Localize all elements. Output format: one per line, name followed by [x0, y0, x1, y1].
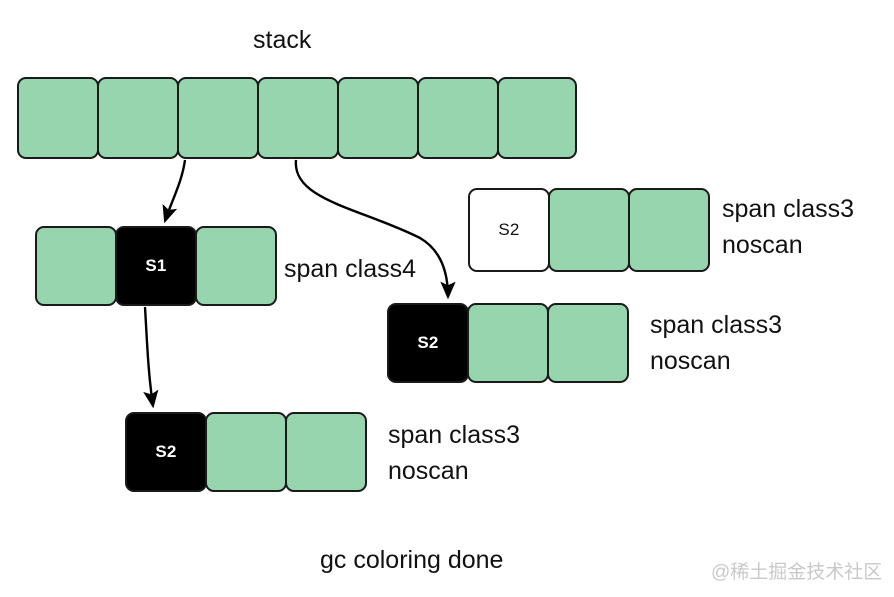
page-title: stack — [253, 26, 312, 54]
span-class3-mid-right-caption: span class3 noscan — [650, 311, 783, 375]
stack-cell-3[interactable] — [177, 77, 259, 159]
footer-caption: gc coloring done — [320, 546, 504, 574]
arrow-s1-to-s2-bottom — [143, 306, 159, 409]
span-class4-cell-1[interactable] — [35, 226, 117, 306]
span-class4-cell-s1[interactable]: S1 — [115, 226, 197, 306]
stack-cell-6[interactable] — [417, 77, 499, 159]
span-class3-mid-right-cell-2[interactable] — [467, 303, 549, 383]
span-class3-top-right-cell-2[interactable] — [548, 188, 630, 272]
span-class3-top-right-cell-3[interactable] — [628, 188, 710, 272]
span-class3-bottom-cell-3[interactable] — [285, 412, 367, 492]
span-class3-top-right-cell-s2[interactable]: S2 — [468, 188, 550, 272]
span-class3-top-right-cell-s2-label: S2 — [498, 220, 520, 239]
stack-cell-4[interactable] — [257, 77, 339, 159]
span-class4-cell-s1-label: S1 — [145, 256, 167, 275]
span-class3-bottom-cell-s2-label: S2 — [155, 442, 177, 461]
stack-cell-2[interactable] — [97, 77, 179, 159]
span-class3-mid-right-cell-3[interactable] — [547, 303, 629, 383]
span-class3-mid-right-cell-s2[interactable]: S2 — [387, 303, 469, 383]
watermark: @稀土掘金技术社区 — [711, 562, 883, 583]
stack-cell-1[interactable] — [17, 77, 99, 159]
span-class3-bottom-cell-s2[interactable]: S2 — [125, 412, 207, 492]
span-class3-mid-right-cell-s2-label: S2 — [417, 333, 439, 352]
span-class3-top-right-caption: span class3 noscan — [722, 195, 855, 259]
span-class4-caption: span class4 — [284, 255, 417, 283]
span-class3-bottom-cell-2[interactable] — [205, 412, 287, 492]
arrow-stack-to-s1 — [162, 159, 187, 224]
stack-cell-5[interactable] — [337, 77, 419, 159]
span-class3-bottom-caption: span class3 noscan — [388, 421, 521, 485]
span-class4-cell-3[interactable] — [195, 226, 277, 306]
stack-cell-7[interactable] — [497, 77, 577, 159]
